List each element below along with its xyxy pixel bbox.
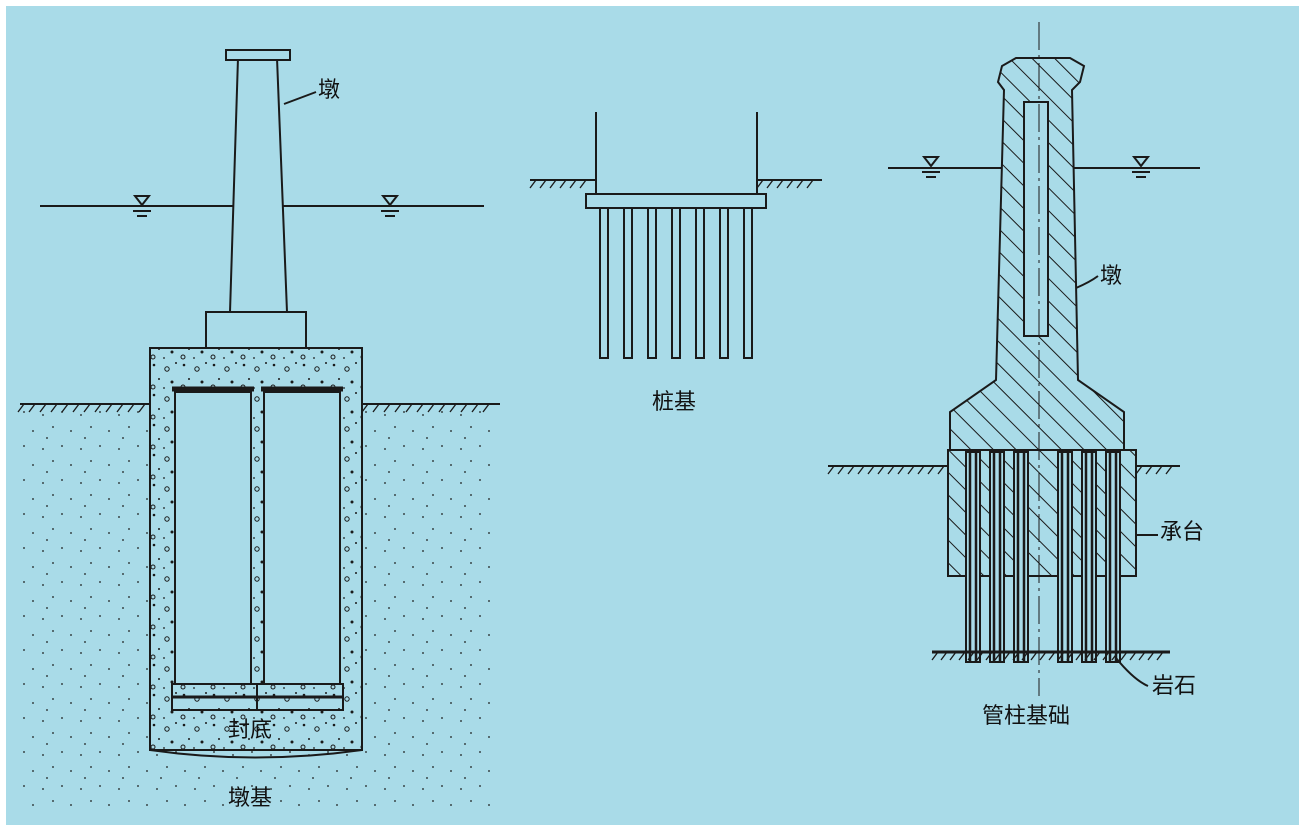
tubular-column bbox=[1081, 451, 1097, 663]
pile bbox=[647, 207, 657, 359]
pier-top-cap bbox=[225, 49, 291, 61]
pile bbox=[599, 207, 609, 359]
pile-foundation-caption: 桩基 bbox=[652, 390, 697, 415]
tubular-column-figure bbox=[827, 22, 1200, 696]
pier-core bbox=[1023, 101, 1049, 337]
ground-hatch bbox=[529, 179, 587, 189]
pier-label: 墩 bbox=[1100, 264, 1123, 289]
pile bbox=[719, 207, 729, 359]
bedrock-label: 岩石 bbox=[1152, 674, 1197, 699]
water-level-icon bbox=[1131, 156, 1151, 178]
leader-line bbox=[283, 91, 317, 105]
water-level-icon bbox=[132, 195, 152, 217]
pile-group bbox=[599, 207, 753, 359]
ground-hatch bbox=[827, 465, 1173, 475]
ground-hatch bbox=[17, 403, 146, 413]
water-level-icon bbox=[380, 195, 400, 217]
tubular-column bbox=[1057, 451, 1073, 663]
leader-line bbox=[1115, 657, 1149, 687]
tubular-column bbox=[989, 451, 1005, 663]
pile bbox=[743, 207, 753, 359]
pile bbox=[695, 207, 705, 359]
pile bbox=[671, 207, 681, 359]
bedrock-hatch bbox=[931, 651, 1164, 661]
pile-cap-slab bbox=[585, 193, 767, 209]
leader-line bbox=[1075, 275, 1099, 289]
caisson-well bbox=[263, 391, 341, 685]
ground-hatch bbox=[361, 403, 490, 413]
pier-shaft bbox=[228, 57, 289, 313]
pile bbox=[623, 207, 633, 359]
tubular-column bbox=[1013, 451, 1029, 663]
pier-foundation-caption: 墩基 bbox=[228, 786, 273, 811]
tubular-column-foundation-caption: 管柱基础 bbox=[982, 704, 1071, 729]
pier-label: 墩 bbox=[318, 78, 341, 103]
pile-foundation-figure bbox=[529, 112, 822, 359]
tubular-column bbox=[965, 451, 981, 663]
caisson-bottom bbox=[149, 749, 363, 759]
tubular-columns bbox=[965, 451, 1121, 663]
pier-caisson-figure bbox=[17, 49, 500, 810]
water-level-icon bbox=[921, 156, 941, 178]
pier-base bbox=[205, 311, 307, 349]
pile-cap-label: 承台 bbox=[1160, 520, 1205, 545]
caisson-well bbox=[174, 391, 252, 685]
seal-bottom-label: 封底 bbox=[228, 718, 273, 743]
tubular-column bbox=[1105, 451, 1121, 663]
